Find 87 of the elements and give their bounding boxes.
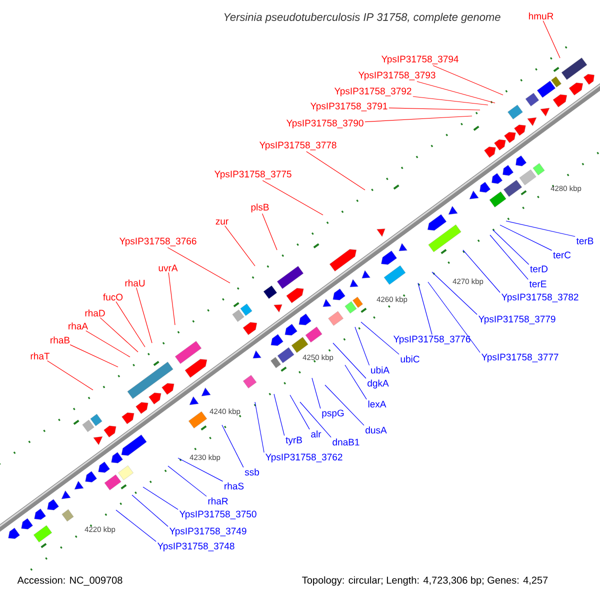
leader-line	[168, 272, 176, 326]
gene-label: YpsIP31758_3777	[481, 354, 558, 362]
gene-label: alr	[311, 430, 322, 438]
leader-line	[332, 342, 366, 379]
leader-line	[178, 458, 224, 482]
gene-label: YpsIP31758_3748	[157, 542, 234, 552]
leader-line	[70, 344, 118, 368]
leader-line	[344, 364, 367, 400]
gene-label: ssb	[244, 468, 259, 476]
gene-label: terD	[530, 266, 548, 272]
leader-line	[412, 96, 488, 106]
leader-line	[142, 486, 178, 510]
gene-label: rhaU	[125, 280, 145, 286]
leader-line	[462, 250, 500, 293]
gene-label: hmuR	[529, 12, 554, 20]
gene-label: terC	[553, 252, 571, 258]
leader-line	[364, 116, 472, 122]
gene-label: ubiC	[400, 356, 420, 362]
gene-label: YpsIP31758_3779	[478, 316, 556, 324]
gene-label: rhaB	[50, 336, 70, 344]
leader-line	[542, 20, 560, 58]
leader-line	[360, 322, 400, 355]
gene-label: tyrB	[286, 436, 302, 446]
gene-label: zur	[216, 219, 228, 225]
gene-label: YpsIP31758_3762	[265, 454, 342, 462]
gene-label: ubiA	[371, 366, 390, 374]
gene-label: YpsIP31758_3775	[214, 170, 292, 180]
info-text: Accession: NC_009708	[17, 576, 122, 586]
info-text: Topology: circular; Length: 4,723,306 bp; Genes: 4,257	[302, 576, 548, 586]
gene-label: dgkA	[368, 380, 389, 388]
leader-line	[428, 282, 480, 353]
leader-line	[47, 360, 94, 390]
leader-line	[168, 466, 207, 497]
leader-line	[86, 330, 130, 358]
leader-line	[262, 180, 324, 216]
gene-label: plsB	[251, 204, 269, 212]
gene-label: YpsIP31758_3790	[286, 120, 364, 128]
leader-line	[492, 230, 530, 265]
leader-line	[354, 326, 370, 366]
leader-line	[388, 108, 480, 110]
gene-label: fucO	[103, 294, 123, 300]
gene-label: YpsIP31758_3793	[358, 72, 436, 80]
leader-line	[222, 424, 244, 468]
leader-line	[324, 384, 364, 426]
leader-line	[306, 151, 366, 190]
leader-line	[100, 317, 138, 352]
leader-line	[490, 234, 528, 280]
gene-label: YpsIP31758_3750	[179, 510, 256, 520]
leader-line	[418, 282, 432, 335]
leader-line	[432, 272, 478, 315]
gene-label: rhaD	[85, 310, 105, 316]
gene-label: rhaR	[208, 498, 228, 504]
leader-line	[416, 81, 496, 104]
gene-label: dnaB1	[332, 438, 360, 446]
leader-line	[274, 394, 285, 436]
gene-label: YpsIP31758_3794	[381, 56, 458, 64]
leader-line	[116, 510, 156, 542]
gene-label: YpsIP31758_3792	[334, 88, 412, 96]
gene-label: rhaS	[224, 482, 244, 490]
leader-line	[290, 394, 310, 430]
leader-line	[506, 220, 576, 237]
gene-label: YpsIP31758_3776	[393, 336, 470, 344]
gene-label: pspG	[322, 410, 344, 418]
leader-line	[167, 247, 230, 284]
gene-label: uvrA	[158, 264, 178, 272]
leader-line	[262, 213, 278, 250]
gene-label: YpsIP31758_3749	[169, 528, 246, 536]
leader-line	[300, 402, 332, 438]
gene-label: YpsIP31758_3778	[259, 142, 336, 150]
gene-label: YpsIP31758_3766	[119, 238, 196, 246]
gene-label: dusA	[366, 426, 387, 434]
leader-line	[136, 287, 152, 344]
gene-label: terE	[529, 280, 546, 288]
leader-line	[116, 301, 146, 348]
gene-label: YpsIP31758_3782	[501, 294, 578, 302]
leader-line	[500, 224, 552, 251]
gene-label: rhaT	[30, 352, 50, 360]
leader-line	[432, 65, 504, 96]
gene-label: terB	[576, 238, 594, 244]
leader-line	[254, 402, 264, 453]
gene-label: YpsIP31758_3791	[310, 102, 388, 112]
leader-line	[312, 378, 321, 409]
leader-line	[224, 226, 256, 266]
gene-label: rhaA	[68, 322, 88, 330]
leader-line	[132, 494, 168, 527]
gene-label: lexA	[368, 400, 386, 408]
title: Yersinia pseudotuberculosis IP 31758, complete genome	[224, 12, 500, 24]
